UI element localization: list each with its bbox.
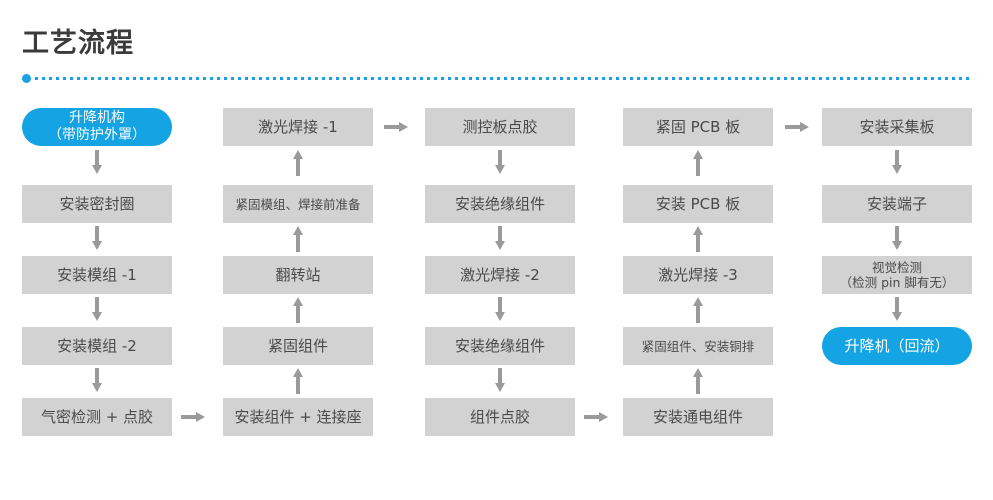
divider-dotted-line <box>35 77 972 80</box>
connector-c3-3-to-4 <box>495 297 505 323</box>
flow-node-install-insulation-1[interactable]: 安装绝缘组件 <box>425 185 575 223</box>
flow-node-control-board-dispense[interactable]: 测控板点胶 <box>425 108 575 146</box>
flow-node-fasten-module-preweld[interactable]: 紧固模组、焊接前准备 <box>223 185 373 223</box>
flow-node-install-pcb[interactable]: 安装 PCB 板 <box>623 185 773 223</box>
connector-c4-4-to-3 <box>693 297 703 323</box>
flow-node-install-module-2[interactable]: 安装模组 -2 <box>22 327 172 365</box>
connector-c5-2-to-3 <box>892 226 902 252</box>
flow-node-assembly-dispense[interactable]: 组件点胶 <box>425 398 575 436</box>
divider-dot-icon <box>22 74 31 83</box>
flow-node-fasten-pcb[interactable]: 紧固 PCB 板 <box>623 108 773 146</box>
connector-c1-3-to-4 <box>92 297 102 323</box>
page-title: 工艺流程 <box>22 28 134 59</box>
flow-node-install-power-assembly[interactable]: 安装通电组件 <box>623 398 773 436</box>
flow-node-laser-weld-1[interactable]: 激光焊接 -1 <box>223 108 373 146</box>
connector-col4-to-col5 <box>785 122 811 132</box>
connector-c2-3-to-2 <box>293 226 303 252</box>
connector-c1-2-to-3 <box>92 226 102 252</box>
connector-c3-4-to-5 <box>495 368 505 394</box>
connector-c1-4-to-5 <box>92 368 102 394</box>
flow-node-install-insulation-2[interactable]: 安装绝缘组件 <box>425 327 575 365</box>
connector-c1-1-to-2 <box>92 150 102 176</box>
connector-col1-to-col2 <box>181 412 207 422</box>
flow-node-lift-mechanism[interactable]: 升降机构 （带防护外罩） <box>22 108 172 146</box>
connector-c4-2-to-1 <box>693 150 703 176</box>
connector-c5-3-to-4 <box>892 297 902 323</box>
title-divider <box>22 74 972 83</box>
connector-col2-to-col3 <box>384 122 410 132</box>
connector-col3-to-col4 <box>584 412 610 422</box>
connector-c5-1-to-2 <box>892 150 902 176</box>
connector-c2-5-to-4 <box>293 368 303 394</box>
flow-node-fasten-assembly[interactable]: 紧固组件 <box>223 327 373 365</box>
connector-c4-5-to-4 <box>693 368 703 394</box>
flow-node-install-assembly-socket[interactable]: 安装组件 + 连接座 <box>223 398 373 436</box>
flow-node-install-seal-ring[interactable]: 安装密封圈 <box>22 185 172 223</box>
connector-c4-3-to-2 <box>693 226 703 252</box>
flow-node-install-terminal[interactable]: 安装端子 <box>822 185 972 223</box>
flow-node-install-module-1[interactable]: 安装模组 -1 <box>22 256 172 294</box>
flow-node-lift-return[interactable]: 升降机（回流） <box>822 327 972 365</box>
flow-node-laser-weld-2[interactable]: 激光焊接 -2 <box>425 256 575 294</box>
flow-node-laser-weld-3[interactable]: 激光焊接 -3 <box>623 256 773 294</box>
connector-c3-1-to-2 <box>495 150 505 176</box>
connector-c3-2-to-3 <box>495 226 505 252</box>
flow-node-install-collect-board[interactable]: 安装采集板 <box>822 108 972 146</box>
connector-c2-2-to-1 <box>293 150 303 176</box>
flow-node-visual-inspection[interactable]: 视觉检测 （检测 pin 脚有无） <box>822 256 972 294</box>
flow-node-airtight-test-dispense[interactable]: 气密检测 + 点胶 <box>22 398 172 436</box>
connector-c2-4-to-3 <box>293 297 303 323</box>
flow-node-fasten-install-busbar[interactable]: 紧固组件、安装铜排 <box>623 327 773 365</box>
flow-node-flip-station[interactable]: 翻转站 <box>223 256 373 294</box>
